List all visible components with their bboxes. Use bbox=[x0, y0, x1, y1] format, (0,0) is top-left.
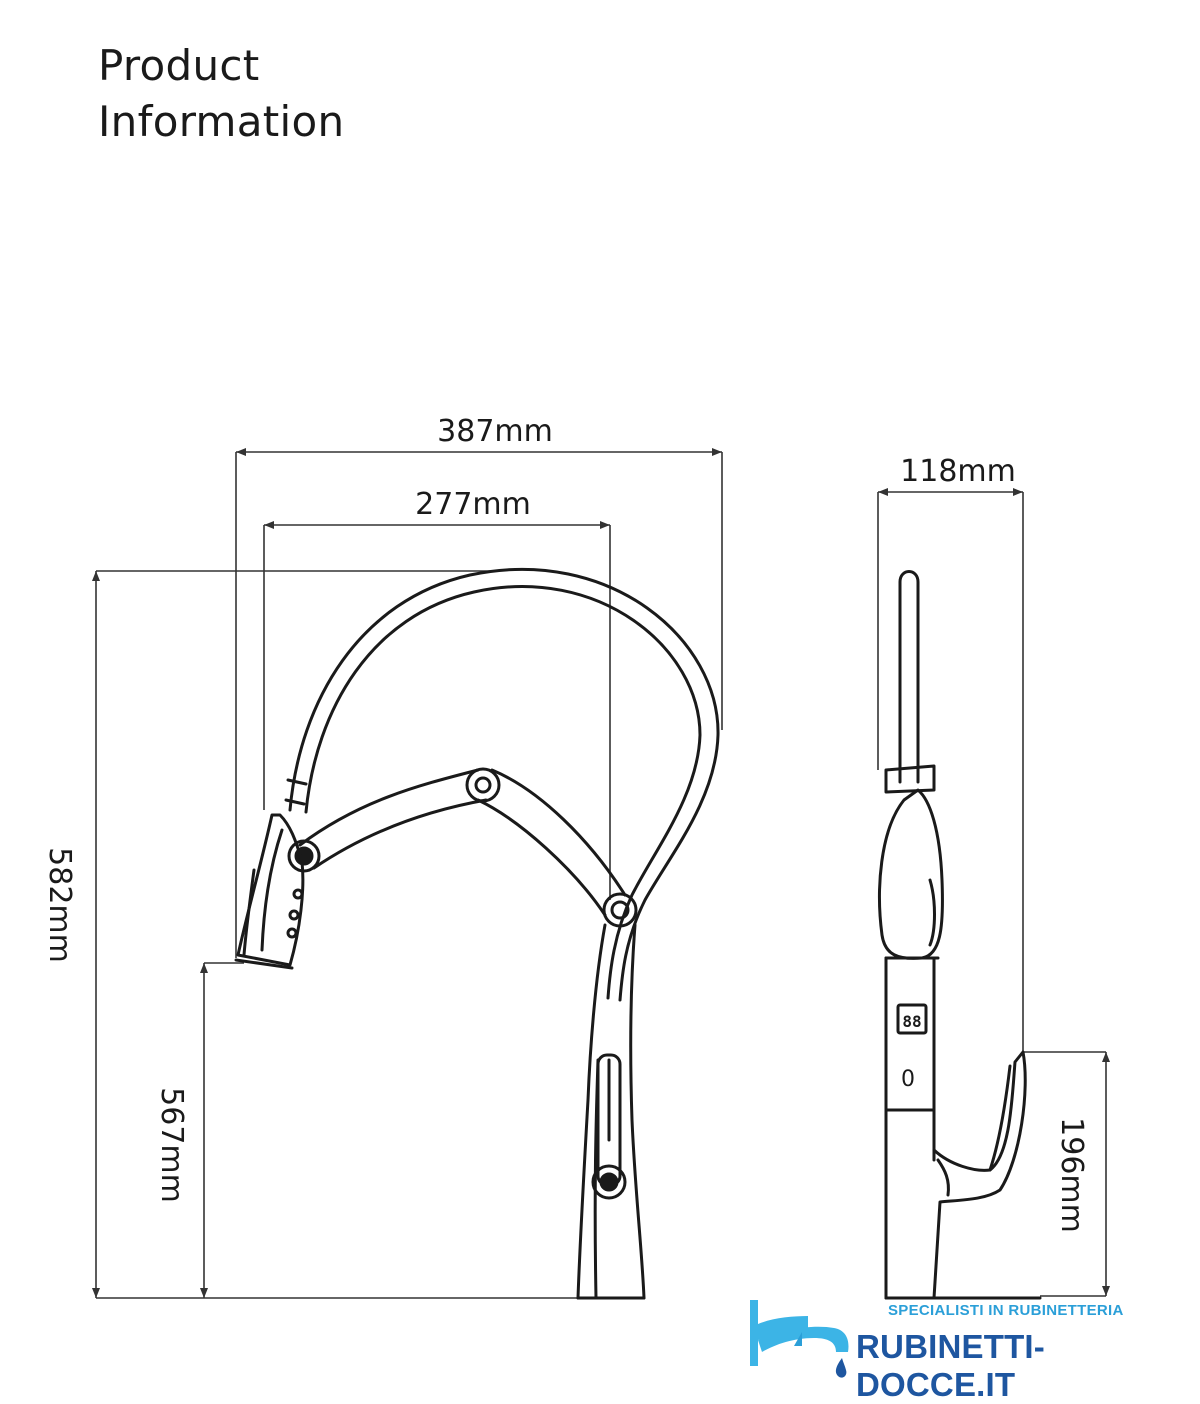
title-line-1: Product bbox=[98, 41, 260, 90]
logo-name: RUBINETTI-DOCCE.IT bbox=[856, 1328, 1045, 1403]
faucet-logo-icon bbox=[750, 1300, 849, 1378]
page-title: Product Information bbox=[98, 38, 344, 150]
logo-tagline: SPECIALISTI IN RUBINETTERIA bbox=[888, 1302, 1124, 1319]
title-line-2: Information bbox=[98, 97, 345, 146]
dim-label-side-depth: 118mm bbox=[900, 454, 1016, 489]
dimension-lines bbox=[95, 451, 1107, 1299]
brand-logo: SPECIALISTI IN RUBINETTERIA RUBINETTI-DO… bbox=[742, 1294, 1192, 1403]
dim-label-spout-reach: 277mm bbox=[415, 487, 531, 522]
dimension-arrows bbox=[92, 448, 1110, 1298]
faucet-side-view: 0 bbox=[878, 570, 1042, 1300]
power-symbol: 0 bbox=[901, 1067, 915, 1092]
display-digits: 88 bbox=[902, 1012, 921, 1031]
dim-label-overall-height: 582mm bbox=[42, 847, 77, 963]
dim-label-handle-height: 196mm bbox=[1054, 1117, 1089, 1233]
faucet-front-view bbox=[234, 568, 720, 1300]
dim-label-overall-width: 387mm bbox=[437, 414, 553, 449]
dim-label-spout-height: 567mm bbox=[154, 1087, 189, 1203]
